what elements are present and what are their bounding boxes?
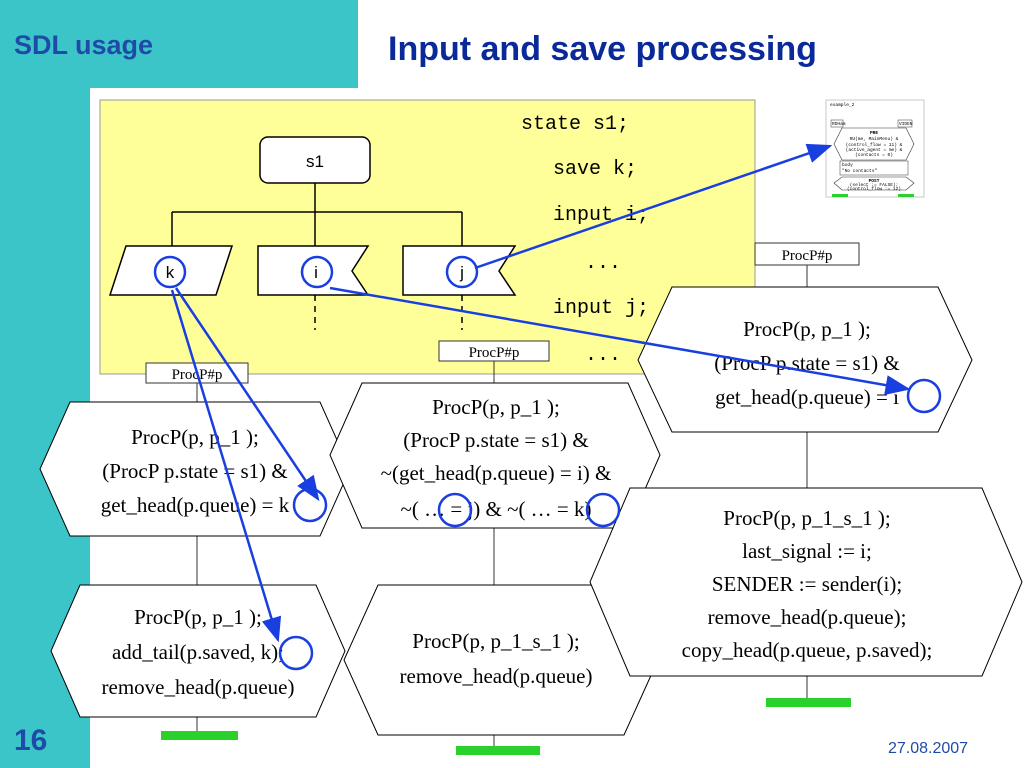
svg-text:(active_agent = me) &: (active_agent = me) & [846, 147, 903, 153]
svg-text:(contacts = 0): (contacts = 0) [855, 152, 893, 158]
terminal-bar-left [161, 731, 238, 740]
action-line: remove_head(p.queue); [708, 605, 907, 629]
guard-line: (ProcP p.state = s1) & [403, 428, 588, 452]
svg-text:(control_flow := 12): (control_flow := 12) [847, 186, 901, 192]
svg-text:RU(me, MainMenu) &: RU(me, MainMenu) & [850, 136, 899, 142]
highlight-circle [278, 635, 314, 671]
action-line: ProcP(p, p_1_s_1 ); [412, 629, 579, 653]
svg-text:example_2: example_2 [830, 102, 855, 108]
action-line: ProcP(p, p_1_s_1 ); [723, 506, 890, 530]
action-line: remove_head(p.queue) [102, 675, 295, 699]
input-symbol-j [402, 245, 517, 296]
terminal-bar-right [766, 698, 851, 707]
highlight-circle [300, 255, 334, 289]
action-hexagon-right [589, 487, 1023, 677]
code-line: save k; [553, 158, 637, 181]
proc-tag-right [754, 242, 860, 266]
proc-tag-middle [438, 340, 550, 362]
page-number: 16 [14, 724, 48, 757]
input-symbol-i [257, 245, 370, 296]
section-title: SDL usage [14, 30, 154, 60]
guard-hexagon-right [637, 286, 973, 433]
arrow-i-to-guard [329, 286, 911, 395]
svg-text:RDHam: RDHam [832, 121, 846, 127]
slide-title: Input and save processing [388, 30, 817, 68]
proc-tag-right-text: ProcP#p [782, 248, 833, 264]
guard-line: (ProcP p.state = s1) & [102, 459, 287, 483]
highlight-circle [906, 378, 942, 414]
action-line: SENDER := sender(i); [712, 572, 902, 596]
state-box [259, 136, 371, 184]
highlight-circle [445, 255, 479, 289]
sdl-tree [171, 183, 463, 330]
guard-line: ProcP(p, p_1 ); [743, 317, 871, 341]
action-line: ProcP(p, p_1 ); [134, 605, 262, 629]
svg-text:"No contacts": "No contacts" [842, 168, 877, 174]
svg-text:POST: POST [869, 178, 880, 184]
code-line: ... [585, 344, 621, 367]
terminal-bar-middle [456, 746, 540, 755]
guard-line: get_head(p.queue) = k [101, 493, 290, 517]
mini-thumbnail: example_2 RDHam VIDEN PRE RU(me, MainMen… [825, 99, 925, 198]
code-line: ... [585, 252, 621, 275]
code-line: input j; [553, 297, 649, 320]
slide-date: 27.08.2007 [888, 740, 969, 757]
proc-tag-middle-text: ProcP#p [469, 345, 520, 361]
code-line: state s1; [521, 113, 629, 136]
svg-text:VIDEN: VIDEN [899, 121, 913, 127]
sdl-panel [99, 99, 756, 375]
highlight-circle [153, 255, 187, 289]
code-line: input i; [553, 204, 649, 227]
highlight-circle [585, 492, 621, 528]
save-symbol [108, 245, 234, 296]
guard-line: ~( … = j) & ~( … = k) [400, 497, 591, 521]
action-line: copy_head(p.queue, p.saved); [682, 638, 933, 662]
guard-line: ~(get_head(p.queue) = i) & [381, 461, 612, 485]
svg-text:(control_flow = 11) &: (control_flow = 11) & [846, 142, 903, 148]
arrow-k-to-guard [174, 287, 320, 502]
guard-hexagon-left [39, 401, 351, 537]
action-line: remove_head(p.queue) [400, 664, 593, 688]
action-line: last_signal := i; [742, 539, 872, 563]
state-name: s1 [306, 152, 324, 171]
arrow-j-to-thumbnail [474, 143, 833, 270]
input-signal-j: j [459, 263, 464, 282]
highlight-circle [437, 492, 473, 528]
input-signal-i: i [314, 263, 318, 282]
guard-line: ProcP(p, p_1 ); [131, 425, 259, 449]
action-line: add_tail(p.saved, k); [112, 640, 284, 664]
save-signal: k [166, 263, 175, 282]
guard-line: ProcP(p, p_1 ); [432, 395, 560, 419]
svg-text:(select := FALSE);: (select := FALSE); [850, 182, 899, 188]
svg-text:PRE: PRE [870, 130, 878, 136]
guard-line: get_head(p.queue) = i [715, 385, 899, 409]
svg-text:body: body [842, 162, 853, 168]
arrow-k-to-save [170, 289, 282, 643]
